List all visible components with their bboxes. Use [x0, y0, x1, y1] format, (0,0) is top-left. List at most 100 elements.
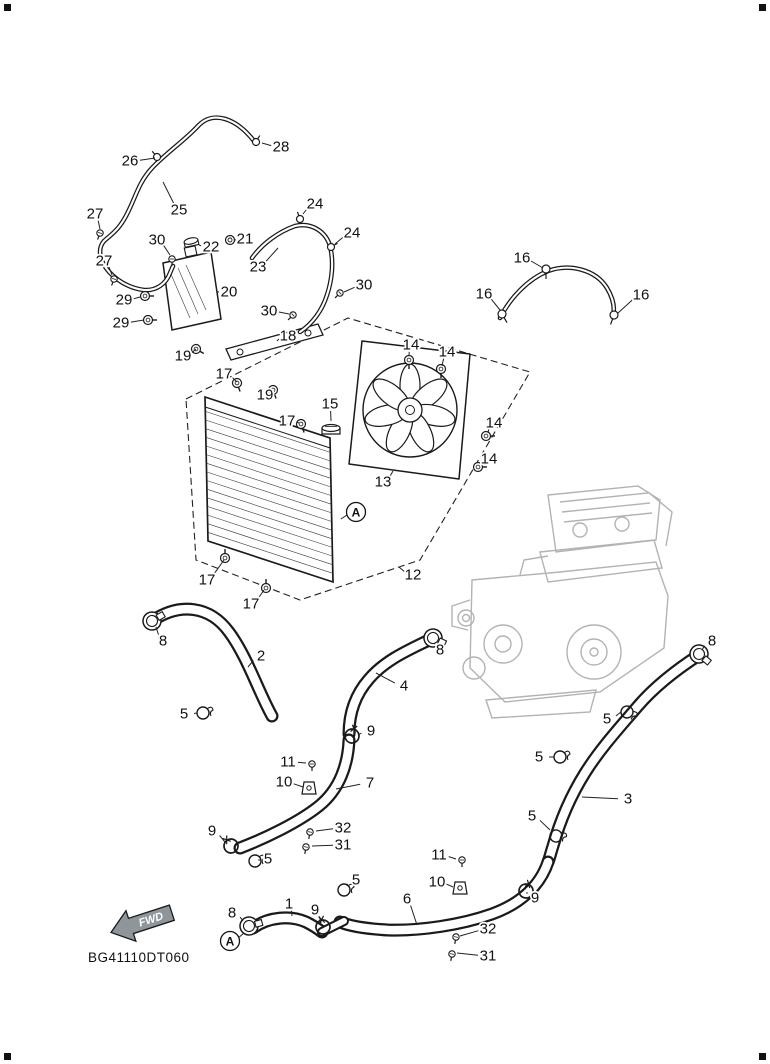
- callout-30-12: 30: [356, 277, 373, 294]
- clip-16-a: [541, 264, 551, 280]
- leader-line-17-23: [232, 377, 238, 383]
- fwd-arrow: FWD: [109, 904, 176, 943]
- hose-7: [233, 733, 356, 855]
- bolt-17-a: [230, 376, 246, 394]
- leader-line-7-44: [335, 783, 361, 790]
- leader-line-5-39: [615, 711, 622, 717]
- screw-27-b: [107, 274, 119, 288]
- callout-17-26: 17: [279, 413, 296, 430]
- bolt-19-a: [189, 342, 207, 359]
- callout-19-24: 19: [257, 387, 274, 404]
- leader-line-8-55: [239, 916, 244, 922]
- bracket-10-a: [301, 781, 317, 795]
- leader-ref-marker-0: [340, 514, 348, 520]
- callout-11-42: 11: [280, 754, 296, 771]
- leader-line-32-47: [315, 828, 334, 832]
- callout-5-52: 5: [352, 872, 360, 889]
- callout-28-1: 28: [273, 139, 290, 156]
- clip-24-a: [293, 210, 306, 225]
- bolt-29-a: [139, 290, 155, 302]
- leader-line-8-34: [433, 642, 436, 645]
- callout-16-18: 16: [633, 287, 650, 304]
- leader-line-25-2: [162, 181, 175, 205]
- screw-32-a: [305, 827, 315, 841]
- leader-line-17-31: [213, 559, 225, 575]
- leader-line-11-42: [297, 761, 307, 764]
- callout-8-55: 8: [228, 905, 236, 922]
- callout-20-11: 20: [221, 284, 238, 301]
- leader-line-5-52: [346, 883, 349, 887]
- callout-5-50: 5: [264, 851, 272, 868]
- tank-hatch: [169, 264, 207, 319]
- callout-4-37: 4: [400, 678, 408, 695]
- leader-line-11-51: [448, 856, 457, 860]
- callout-27-3: 27: [87, 206, 104, 223]
- callout-23-9: 23: [250, 259, 267, 276]
- diagram-part-code: BG41110DT060: [88, 950, 190, 965]
- callout-24-4: 24: [307, 196, 324, 213]
- leader-line-4-37: [375, 672, 396, 684]
- callout-14-21: 14: [439, 344, 456, 361]
- leader-line-1-56: [290, 910, 293, 917]
- radiator: [204, 395, 341, 584]
- leader-line-31-48: [311, 844, 334, 847]
- leader-line-12-30: [398, 566, 405, 572]
- radiator-cap: [321, 423, 341, 435]
- leader-line-32-59: [459, 930, 479, 937]
- callout-32-47: 32: [335, 820, 352, 837]
- callout-22-6: 22: [203, 239, 220, 256]
- callout-29-15: 29: [113, 315, 130, 332]
- leader-line-17-26: [296, 421, 300, 424]
- ref-marker-label-0: A: [352, 506, 361, 520]
- leader-line-3-45: [581, 796, 619, 800]
- leader-line-14-27: [487, 428, 490, 434]
- hose-2: [145, 602, 279, 723]
- hose-1: [246, 911, 349, 939]
- callout-17-32: 17: [243, 596, 260, 613]
- fan-assembly: [348, 340, 471, 480]
- leader-line-16-17: [490, 298, 501, 311]
- callout-1-56: 1: [285, 896, 293, 913]
- bolt-11-a: [308, 760, 316, 772]
- callout-5-38: 5: [180, 706, 188, 723]
- callout-26-0: 26: [122, 153, 139, 170]
- leader-line-10-43: [293, 783, 304, 788]
- radiator-tank-seam: [205, 406, 331, 449]
- bolt-29-b: [142, 314, 158, 326]
- tank-neck: [183, 245, 198, 258]
- callout-13-29: 13: [375, 474, 392, 491]
- corner-mark-tr: [759, 4, 766, 11]
- corner-mark-bl: [4, 1053, 11, 1060]
- tank-cap: [183, 237, 200, 248]
- assembly-boundary-dashed: [185, 317, 531, 601]
- leader-line-29-15: [130, 319, 145, 323]
- callout-2-36: 2: [257, 648, 265, 665]
- leader-line-30-12: [343, 286, 355, 293]
- screw-27-a: [93, 228, 105, 242]
- callout-25-2: 25: [171, 202, 188, 219]
- leader-line-24-8: [334, 236, 344, 245]
- leader-line-19-22: [191, 348, 197, 354]
- bolt-11-b: [458, 856, 466, 868]
- callout-16-16: 16: [514, 250, 531, 267]
- corner-mark-br: [759, 1053, 766, 1060]
- callout-9-40: 9: [367, 723, 375, 740]
- leader-line-24-4: [302, 208, 308, 215]
- clamp-5-a: [196, 706, 214, 720]
- callout-10-43: 10: [276, 774, 293, 791]
- leader-line-29-13: [133, 296, 141, 300]
- callout-31-48: 31: [335, 837, 352, 854]
- callout-15-25: 15: [322, 396, 339, 413]
- hose-3: [541, 648, 706, 869]
- engine-sketch: [451, 485, 673, 719]
- leader-line-28-1: [261, 142, 272, 147]
- callout-7-44: 7: [366, 775, 374, 792]
- callout-10-53: 10: [429, 874, 446, 891]
- callout-8-35: 8: [708, 633, 716, 650]
- leader-line-22-6: [198, 244, 202, 247]
- joint-pipe-inner: [319, 918, 347, 935]
- tank-body: [162, 251, 222, 331]
- hose-6: [333, 855, 555, 937]
